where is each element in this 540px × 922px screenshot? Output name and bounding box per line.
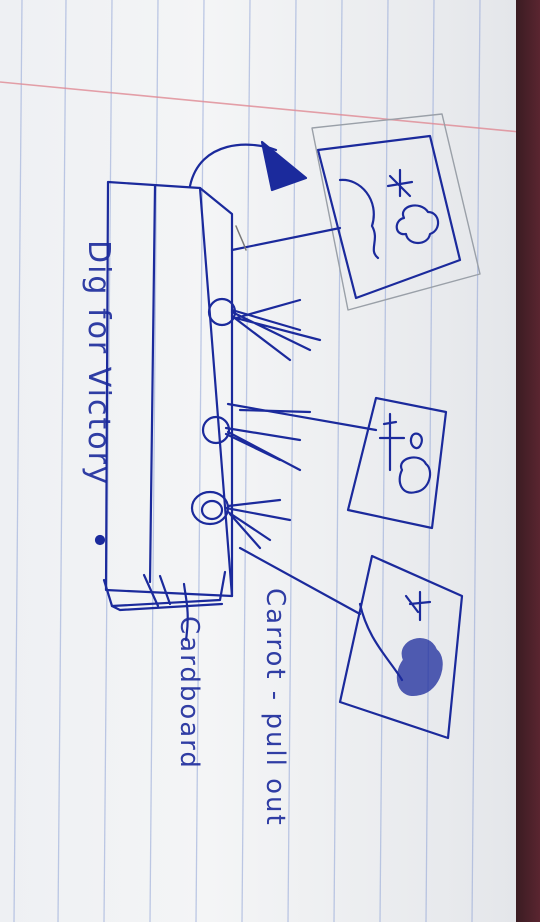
hole-2 <box>201 415 231 445</box>
carrot-label: Carrot - pull out <box>260 588 290 827</box>
cardboard-label: Cardboard <box>174 616 204 770</box>
box-outline <box>104 180 234 598</box>
page-edge <box>516 0 540 922</box>
picture-1 <box>316 134 462 300</box>
notebook-page: Dig for Victory Cardboard Carrot - pull … <box>0 0 520 922</box>
lamp-shape <box>260 140 308 192</box>
ruled-lines <box>0 0 520 922</box>
picture-2 <box>346 396 448 530</box>
picture-3 <box>338 554 464 740</box>
ink-drawing <box>94 113 481 740</box>
box-title: Dig for Victory <box>81 240 116 486</box>
